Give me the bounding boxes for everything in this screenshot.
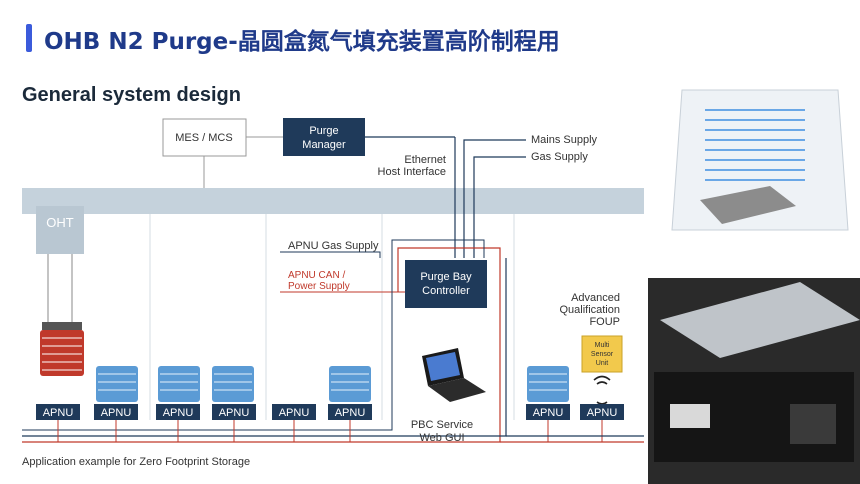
apnu-box-5 [272, 404, 316, 420]
foup-label: FOUP [589, 316, 620, 328]
host-interface-label: Host Interface [378, 166, 446, 178]
apnu-box-2 [94, 404, 138, 420]
apnu-label-4: APNU [219, 407, 250, 419]
purge-bay-controller-box [405, 260, 487, 308]
apnu-box-6 [328, 404, 372, 420]
oht-box [36, 206, 84, 254]
purge-nest-3d-image [671, 89, 849, 231]
apnu-label-6: APNU [335, 407, 366, 419]
oht-label: OHT [46, 215, 74, 230]
apnu-label-5: APNU [279, 407, 310, 419]
sensor-unit-box [581, 335, 623, 373]
overhead-rail [22, 188, 644, 214]
apnu-gas-supply-label: APNU Gas Supply [288, 240, 379, 252]
sensor-line3: Unit [596, 360, 609, 367]
section-title: General system design [22, 84, 241, 106]
apnu-label-7: APNU [533, 407, 564, 419]
sensor-line2: Sensor [591, 351, 614, 358]
apnu-label-3: APNU [163, 407, 194, 419]
purge-manager-line1: Purge [309, 125, 338, 137]
gas-supply-label: Gas Supply [531, 151, 588, 163]
pbc-line2: Controller [422, 285, 470, 297]
apnu-label-2: APNU [101, 407, 132, 419]
web-gui-label: Web GUI [419, 432, 464, 444]
foup-row [96, 366, 569, 402]
purge-hardware-photo [648, 278, 860, 484]
power-supply-label: Power Supply [288, 281, 350, 292]
slide-title: OHB N2 Purge-晶圆盒氮气填充装置高阶制程用 [44, 29, 560, 55]
pbc-line1: Purge Bay [420, 271, 472, 283]
diagram-caption: Application example for Zero Footprint S… [22, 456, 251, 468]
apnu-can-label: APNU CAN / [288, 270, 345, 281]
title-accent-bar [26, 24, 32, 52]
purge-manager-line2: Manager [302, 139, 346, 151]
apnu-box-4 [212, 404, 256, 420]
apnu-box-7 [526, 404, 570, 420]
qualification-label: Qualification [559, 304, 620, 316]
apnu-label-1: APNU [43, 407, 74, 419]
pbc-service-label: PBC Service [411, 419, 473, 431]
ethernet-label: Ethernet [404, 154, 446, 166]
apnu-box-3 [156, 404, 200, 420]
mes-mcs-label: MES / MCS [175, 132, 232, 144]
sensor-line1: Multi [595, 342, 610, 349]
apnu-box-8 [580, 404, 624, 420]
apnu-label-8: APNU [587, 407, 618, 419]
mains-supply-label: Mains Supply [531, 134, 598, 146]
apnu-box-1 [36, 404, 80, 420]
laptop-icon [422, 348, 486, 402]
purge-manager-box [283, 118, 365, 156]
advanced-label: Advanced [571, 292, 620, 304]
foup-red [40, 322, 84, 376]
